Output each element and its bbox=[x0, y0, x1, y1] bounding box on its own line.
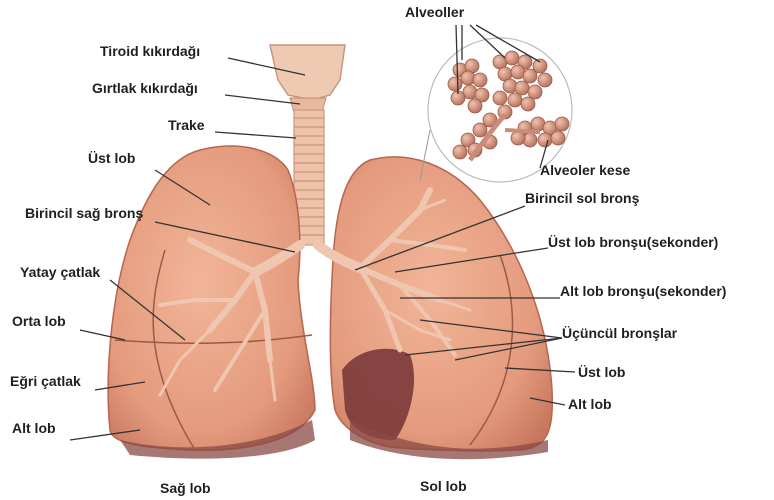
label-thyroid-cartilage: Tiroid kıkırdağı bbox=[100, 43, 200, 59]
thyroid-cartilage bbox=[270, 45, 345, 100]
label-trachea: Trake bbox=[168, 117, 205, 133]
label-alveoli: Alveoller bbox=[405, 4, 464, 20]
label-left-upper-lobe: Üst lob bbox=[578, 364, 625, 380]
alveoli-inset bbox=[420, 38, 572, 182]
label-left-lower-lobe: Alt lob bbox=[568, 396, 612, 412]
label-left-lung: Sol lob bbox=[420, 478, 467, 494]
label-cricoid-cartilage: Gırtlak kıkırdağı bbox=[92, 80, 198, 96]
label-horizontal-fissure: Yatay çatlak bbox=[20, 264, 100, 280]
label-tertiary-bronchi: Üçüncül bronşlar bbox=[562, 325, 677, 341]
label-oblique-fissure: Eğri çatlak bbox=[10, 373, 81, 389]
label-primary-left-bronchus: Birincil sol bronş bbox=[525, 190, 639, 206]
label-upper-lobe-bronchus: Üst lob bronşu(sekonder) bbox=[548, 234, 718, 250]
label-primary-right-bronchus: Birincil sağ bronş bbox=[25, 205, 143, 221]
label-right-lower-lobe: Alt lob bbox=[12, 420, 56, 436]
label-alveolar-sac: Alveoler kese bbox=[540, 162, 630, 178]
label-right-upper-lobe: Üst lob bbox=[88, 150, 135, 166]
label-lower-lobe-bronchus: Alt lob bronşu(sekonder) bbox=[560, 283, 726, 299]
right-lung bbox=[108, 146, 315, 459]
label-right-lung: Sağ lob bbox=[160, 480, 211, 496]
label-middle-lobe: Orta lob bbox=[12, 313, 66, 329]
